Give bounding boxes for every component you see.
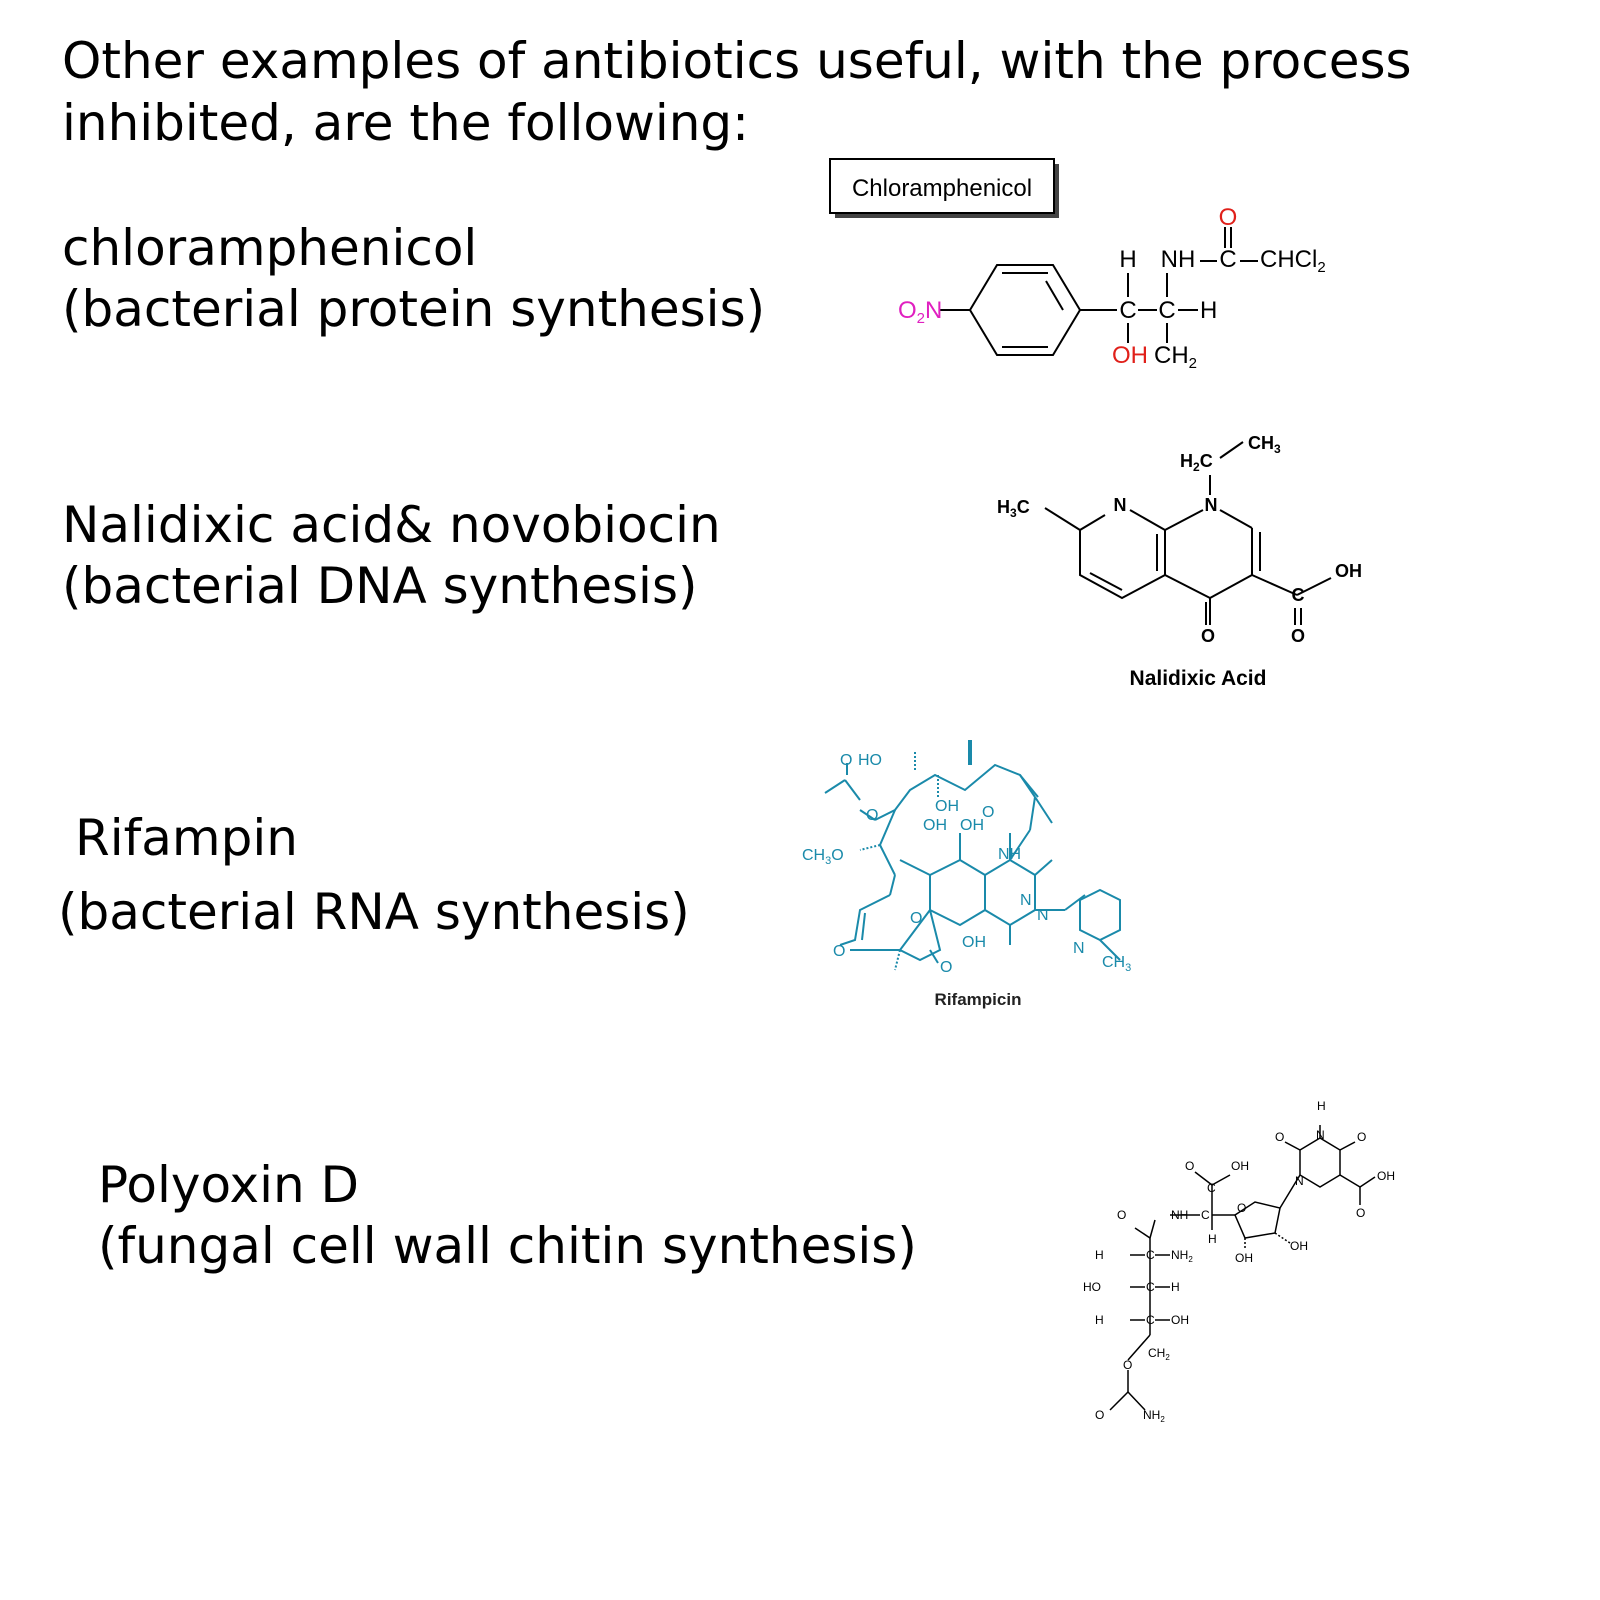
atom-h: H [1119,246,1136,273]
inhibited-process: (fungal cell wall chitin synthesis) [98,1217,917,1275]
rifampicin-labels: O HO O OH OH OH O NH CH3O O O OH O N N N… [802,752,1131,976]
inhibited-process-rifampin: (bacterial RNA synthesis) [58,883,690,941]
atom-h-right: H [1200,297,1217,324]
atom-o-amide: O [1117,1208,1126,1222]
atom-o-cooh: O [1185,1159,1194,1173]
atom-h2c: H2C [1180,451,1213,474]
atom-c2: C [1146,1280,1155,1294]
atom-n-ring: N [1205,495,1218,515]
list-item-polyoxin-d: Polyoxin D (fungal cell wall chitin synt… [98,1155,917,1277]
atom-c1: C [1146,1248,1155,1262]
atom-o-left: O [833,943,845,960]
atom-c1: C [1119,297,1136,324]
label-box-text: Chloramphenicol [852,175,1032,202]
atom-ch3: CH3 [1102,954,1131,974]
atom-oh-cooh: OH [1231,1159,1249,1173]
atom-h3c: H3C [997,497,1030,520]
atom-o-ketone: O [940,959,952,976]
atom-o-furan: O [910,910,922,927]
heading-line-1: Other examples of antibiotics useful, wi… [62,32,1412,90]
atom-oh-acid: OH [1335,561,1362,581]
atom-nh: NH [998,846,1021,863]
atom-o-acid: O [1291,626,1305,646]
antibiotic-name-rifampin: Rifampin [75,809,298,867]
atom-o-ketone: O [1201,626,1215,646]
rifampicin-caption: Rifampicin [935,990,1022,1009]
atom-h-mid: H [1208,1232,1217,1246]
polyoxin-bonds [1109,1125,1376,1411]
atom-o-left: O [1275,1130,1284,1144]
atom-h1: H [1095,1248,1104,1262]
chloramphenicol-structure: Chloramphenicol O H NH C CHCl2 O2N C C H… [829,158,1326,372]
inhibited-process: (bacterial DNA synthesis) [62,557,698,615]
atom-c-cooh: C [1207,1181,1216,1195]
nalidixic-bonds [1044,441,1332,625]
atom-n-ring: N [1295,1174,1304,1188]
slide-heading: Other examples of antibiotics useful, wi… [62,30,1562,154]
atom-ho2: HO [1083,1280,1101,1294]
label-box [829,158,1055,214]
atom-oh-acid: OH [1377,1169,1395,1183]
antibiotic-name: chloramphenicol [62,219,478,277]
atom-ch2: CH2 [1148,1346,1170,1362]
atom-o-right: O [1357,1130,1366,1144]
atom-h-top: H [1317,1099,1326,1113]
atom-o-acid: O [1356,1206,1365,1220]
heading-line-2: inhibited, are the following: [62,94,750,152]
atom-c2: C [1158,297,1175,324]
atom-oxygen-carbonyl: O [1219,204,1238,231]
atom-h3: H [1095,1313,1104,1327]
atom-ch3-ethyl: CH3 [1248,433,1281,456]
atom-c-acyl: C [1219,246,1236,273]
rifampicin-structure: O HO O OH OH OH O NH CH3O O O OH O N N N… [802,740,1131,1009]
atom-oh-furan-right: OH [1290,1239,1308,1253]
atom-o-link: O [866,807,878,824]
polyoxin-labels: H N O O N OH O O OH C O NH C H O OH OH H… [1083,1099,1395,1424]
antibiotic-name: Nalidixic acid& novobiocin [62,496,721,554]
atom-n-top: N [1316,1128,1325,1142]
atom-nh: NH [1171,1208,1188,1222]
atom-o-ester: O [840,752,852,769]
atom-o-carbamate: O [1123,1358,1132,1372]
chloramphenicol-bonds [940,227,1258,356]
atom-ch3o: CH3O [802,847,844,867]
atom-c-mid: C [1201,1208,1210,1222]
atom-c-acid: C [1292,585,1305,605]
list-item-chloramphenicol: chloramphenicol (bacterial protein synth… [62,218,765,340]
antibiotic-name: Polyoxin D [98,1156,360,1214]
inhibited-process: (bacterial protein synthesis) [62,280,766,338]
atom-oh-bottom: OH [962,934,986,951]
atom-nh: NH [1161,246,1196,273]
atom-c3: C [1146,1313,1155,1327]
nalidixic-caption: Nalidixic Acid [1130,667,1267,690]
atom-oh-b: OH [960,817,984,834]
atom-oh3: OH [1171,1313,1189,1327]
atom-h2: H [1171,1280,1180,1294]
list-item-nalidixic-acid: Nalidixic acid& novobiocin (bacterial DN… [62,495,721,617]
atom-n-imine: N [1020,892,1032,909]
atom-oh-furan-left: OH [1235,1251,1253,1265]
atom-n-pyridine: N [1114,495,1127,515]
atom-ho: HO [858,752,882,769]
atom-oh-a: OH [923,817,947,834]
atom-n-piperazine-1: N [1037,907,1049,924]
atom-nh2-2: NH2 [1143,1408,1165,1424]
atom-ch2: CH2 [1154,342,1197,372]
polyoxin-d-structure: H N O O N OH O O OH C O NH C H O OH OH H… [1083,1099,1395,1424]
atom-nitro-group: O2N [898,297,942,327]
atom-oh: OH [1112,342,1148,369]
nalidixic-acid-structure: CH3 H2C H3C N N OH C O O Nalidixic Acid [997,433,1362,690]
rifampicin-bonds [824,740,1121,971]
atom-chcl2: CHCl2 [1260,246,1326,276]
atom-o-carbamate-2: O [1095,1408,1104,1422]
atom-nh2-1: NH2 [1171,1248,1193,1264]
atom-o-furan: O [1237,1201,1246,1215]
atom-oh-top: OH [935,798,959,815]
atom-n-piperazine-2: N [1073,940,1085,957]
atom-o-amide: O [982,804,994,821]
